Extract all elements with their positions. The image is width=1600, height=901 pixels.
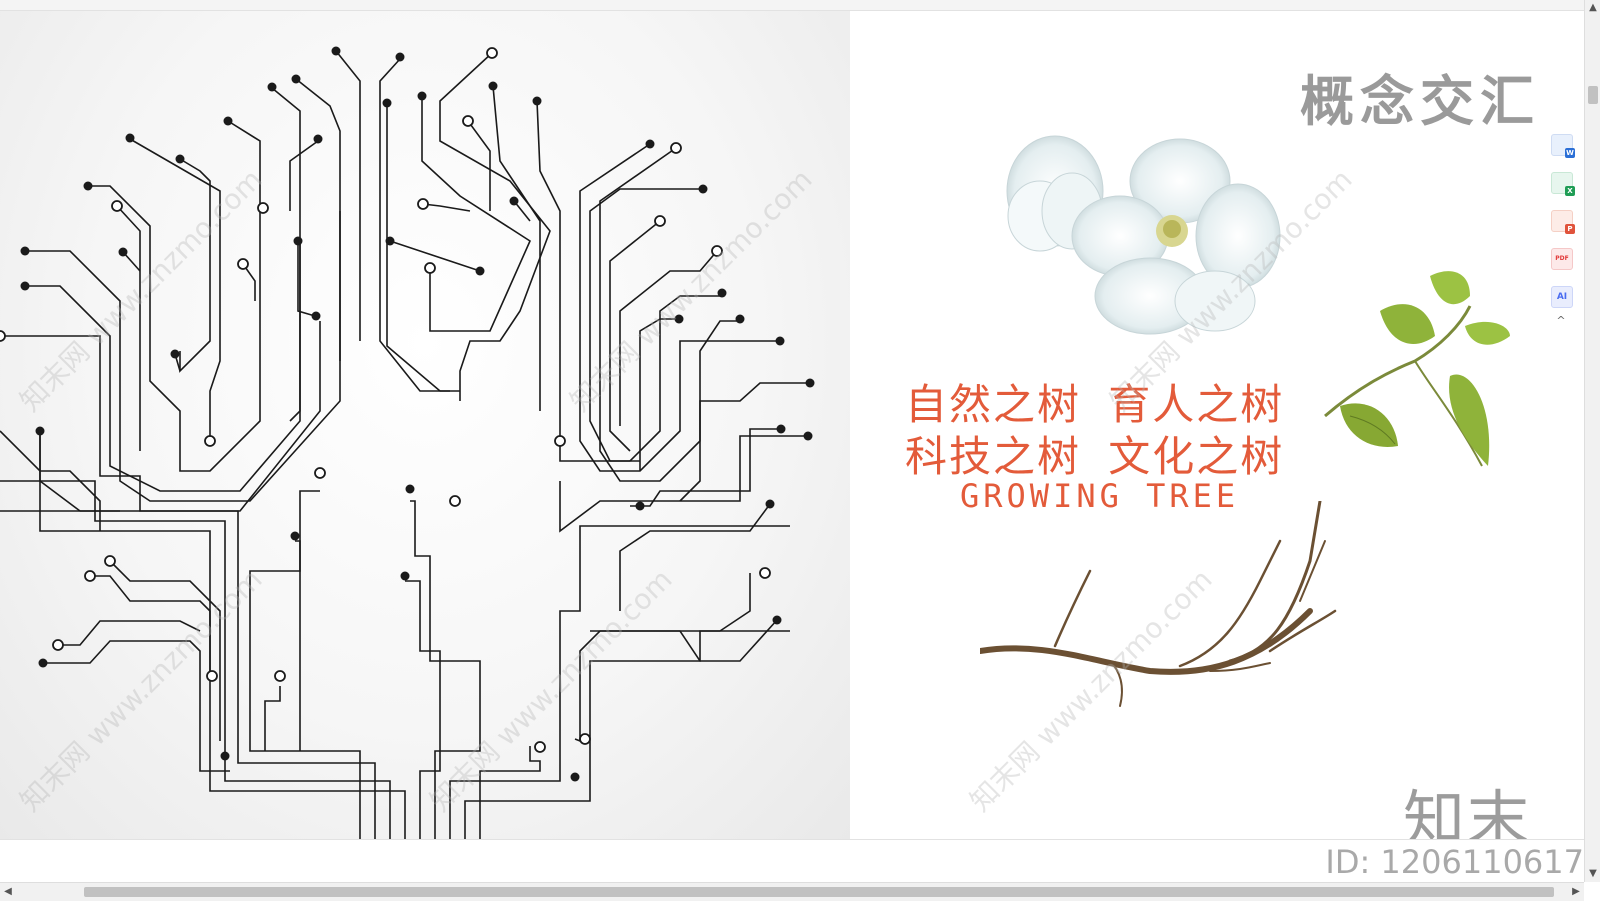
concept-panel [850,11,1552,839]
document-viewer: 概念交汇 自然之树 育人之树 科技之树 文化之树 GROWING TREE 知末… [0,0,1584,839]
horizontal-scrollbar[interactable]: ◀ ▶ [0,882,1584,901]
magnolia-flower-image [1006,135,1281,335]
side-toolbar: W X P PDF AI ^ [1548,134,1575,327]
slogan-line-2: 科技之树 文化之树 [905,432,1285,481]
scroll-up-icon[interactable]: ▲ [1589,2,1597,13]
slogan-line-1: 自然之树 育人之树 [905,380,1285,429]
leaf-sprig-image [1324,271,1510,467]
slide: 概念交汇 自然之树 育人之树 科技之树 文化之树 GROWING TREE 知末… [0,11,1552,839]
branch-image [980,501,1337,707]
excel-label: X [1565,186,1575,196]
word-export-icon[interactable]: W [1551,134,1575,158]
excel-export-icon[interactable]: X [1551,172,1575,196]
pdf-export-icon[interactable]: PDF [1551,248,1573,270]
collapse-toolbar-icon[interactable]: ^ [1556,314,1566,327]
word-label: W [1565,148,1575,158]
horizontal-scroll-thumb[interactable] [84,887,1554,897]
scroll-down-icon[interactable]: ▼ [1589,868,1597,879]
viewer-top-edge [0,0,1584,11]
circuit-tree-panel [0,11,850,839]
scroll-right-icon[interactable]: ▶ [1572,886,1580,897]
brand-logo: 知末 [1403,783,1532,839]
slogan-english: GROWING TREE [960,477,1240,515]
scroll-left-icon[interactable]: ◀ [4,886,12,897]
asset-id: ID: 1206110617 [1325,843,1584,881]
powerpoint-label: P [1565,224,1575,234]
ai-assistant-icon[interactable]: AI [1551,286,1573,308]
circuit-tree-illustration [0,46,815,839]
vertical-scrollbar[interactable]: ▲ ▼ [1584,0,1600,882]
footer-bar [0,839,1584,883]
slide-title: 概念交汇 [1300,70,1540,133]
vertical-scroll-thumb[interactable] [1588,86,1598,104]
powerpoint-export-icon[interactable]: P [1551,210,1575,234]
